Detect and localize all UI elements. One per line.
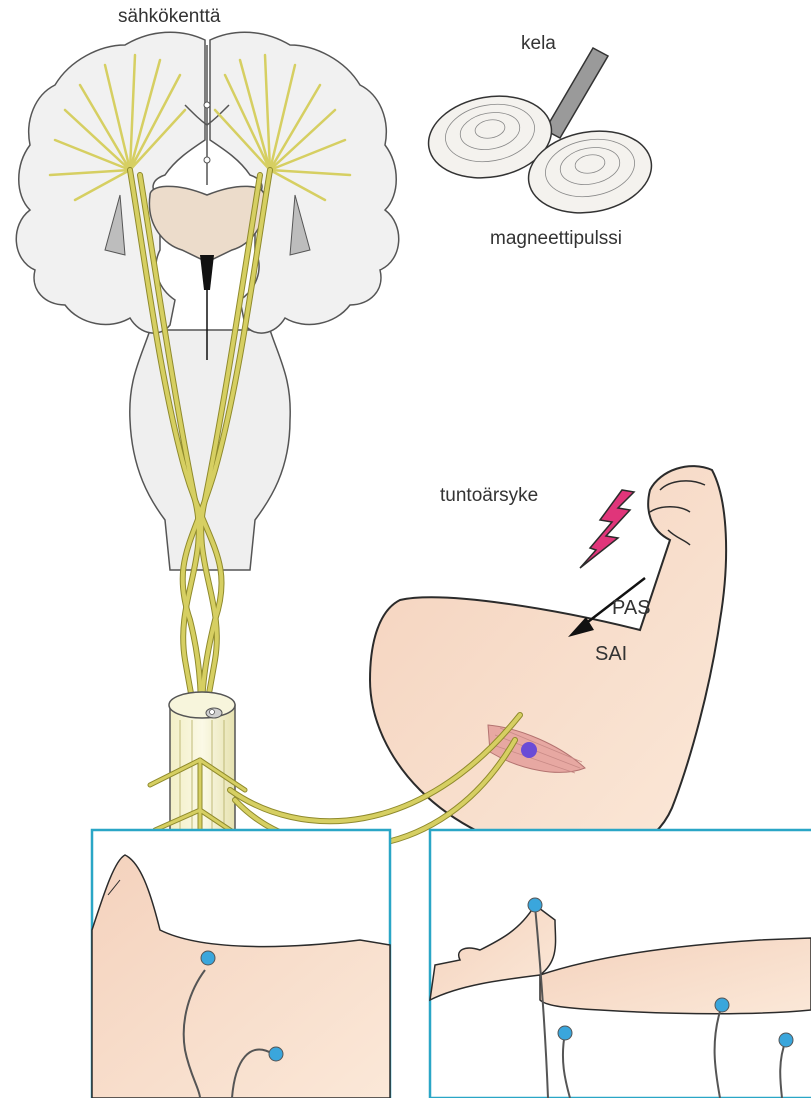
- electrode-1: [201, 951, 215, 965]
- electrode-4: [558, 1026, 572, 1040]
- touch-stimulus-label: tuntoärsyke: [440, 485, 538, 507]
- lightning-icon: [580, 490, 634, 568]
- sai-label: SAI: [595, 643, 627, 666]
- leg-panel: [92, 830, 390, 1098]
- electrode-3: [528, 898, 542, 912]
- motor-point: [521, 742, 537, 758]
- coil-label: kela: [521, 33, 556, 55]
- pas-label: PAS: [612, 597, 651, 620]
- electric-field-label: sähkökenttä: [118, 6, 220, 28]
- arm-panel: [430, 830, 811, 1098]
- electrode-2: [269, 1047, 283, 1061]
- magnetic-pulse-label: magneettipulssi: [490, 228, 622, 250]
- electrode-5: [715, 998, 729, 1012]
- right-hemisphere: [210, 32, 399, 333]
- arm: [230, 466, 726, 856]
- left-hemisphere: [16, 32, 205, 333]
- electrode-6: [779, 1033, 793, 1047]
- figure-eight-coil-icon: [422, 48, 658, 222]
